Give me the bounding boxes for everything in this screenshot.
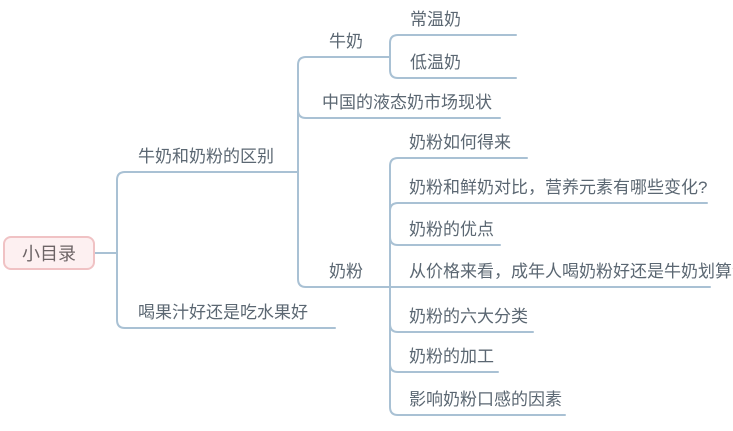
node-milk-vs-powder[interactable]: 牛奶和奶粉的区别 [138, 147, 274, 166]
node-milk-powder[interactable]: 奶粉 [329, 262, 363, 281]
node-liquid-milk-market[interactable]: 中国的液态奶市场现状 [322, 93, 492, 112]
node-room-temp-milk[interactable]: 常温奶 [410, 10, 461, 29]
connector-trunk-powder [389, 157, 399, 416]
node-low-temp-milk[interactable]: 低温奶 [410, 53, 461, 72]
node-powder-taste-factors[interactable]: 影响奶粉口感的因素 [409, 390, 562, 409]
node-juice-vs-fruit[interactable]: 喝果汁好还是吃水果好 [138, 303, 308, 322]
node-powder-price-comparison[interactable]: 从价格来看，成年人喝奶粉好还是牛奶划算? [409, 262, 733, 281]
underline-p6 [389, 363, 499, 373]
node-powder-processing[interactable]: 奶粉的加工 [409, 347, 494, 366]
connector-trunk-milk [389, 34, 399, 79]
root-node-catalog[interactable]: 小目录 [3, 236, 95, 270]
underline-p5 [389, 323, 534, 333]
connector-trunk-level1 [116, 171, 126, 329]
node-powder-six-categories[interactable]: 奶粉的六大分类 [409, 307, 528, 326]
node-powder-origin[interactable]: 奶粉如何得来 [409, 133, 511, 152]
node-milk[interactable]: 牛奶 [329, 32, 363, 51]
underline-p3 [389, 236, 501, 246]
underline-p2 [389, 202, 708, 212]
node-powder-vs-fresh-nutrition[interactable]: 奶粉和鲜奶对比，营养元素有哪些变化? [409, 178, 708, 197]
node-powder-advantages[interactable]: 奶粉的优点 [409, 220, 494, 239]
underline-market [297, 109, 501, 119]
connector-trunk-diff [297, 56, 307, 288]
